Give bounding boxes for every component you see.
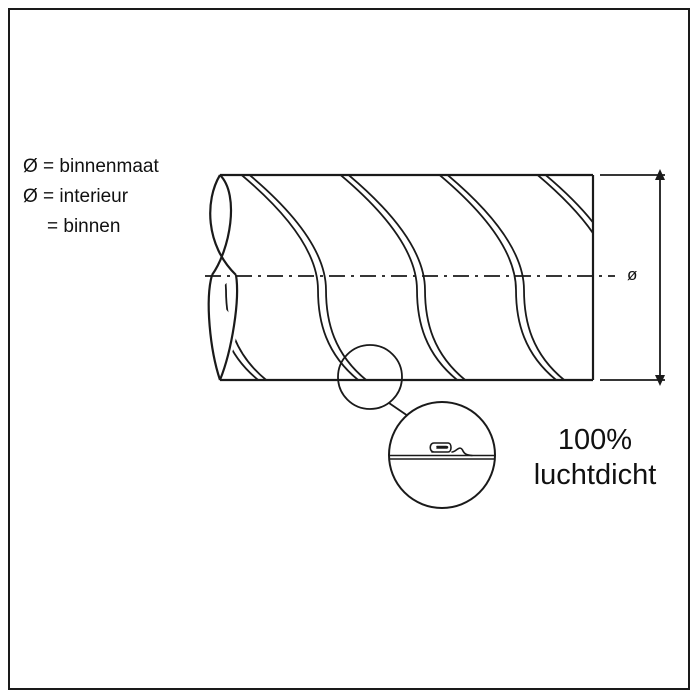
detail-leader-line — [388, 402, 409, 417]
spiral-seam — [237, 175, 371, 380]
dimension-arrow-bottom-icon — [655, 375, 665, 386]
spiral-seam — [435, 175, 569, 380]
spiral-seam — [213, 175, 271, 380]
legend-line-binnenmaat: Ø = binnenmaat — [23, 156, 159, 177]
airtight-label: luchtdicht — [533, 459, 657, 491]
duct-left-break-lower-inner — [218, 274, 239, 381]
folded-seam-profile — [389, 442, 495, 460]
duct-left-break-upper — [209, 174, 237, 276]
duct-left-break-lower — [207, 274, 222, 381]
duct-left-break-upper-inner — [211, 174, 233, 276]
frame-border — [8, 8, 690, 690]
spiral-seam — [533, 175, 593, 380]
diameter-label: ø — [627, 265, 638, 284]
spiral-seams — [213, 175, 593, 380]
airtight-percentage: 100% — [557, 424, 633, 456]
detail-marker-circle — [337, 344, 403, 410]
diameter-dimension — [600, 169, 665, 386]
duct-body — [207, 173, 595, 382]
spiral-seam — [336, 175, 470, 380]
legend-line-binnen: = binnen — [47, 216, 121, 237]
dimension-arrow-top-icon — [655, 169, 665, 180]
legend-line-interieur: Ø = interieur — [23, 186, 129, 207]
seam-detail-lens — [388, 401, 496, 509]
